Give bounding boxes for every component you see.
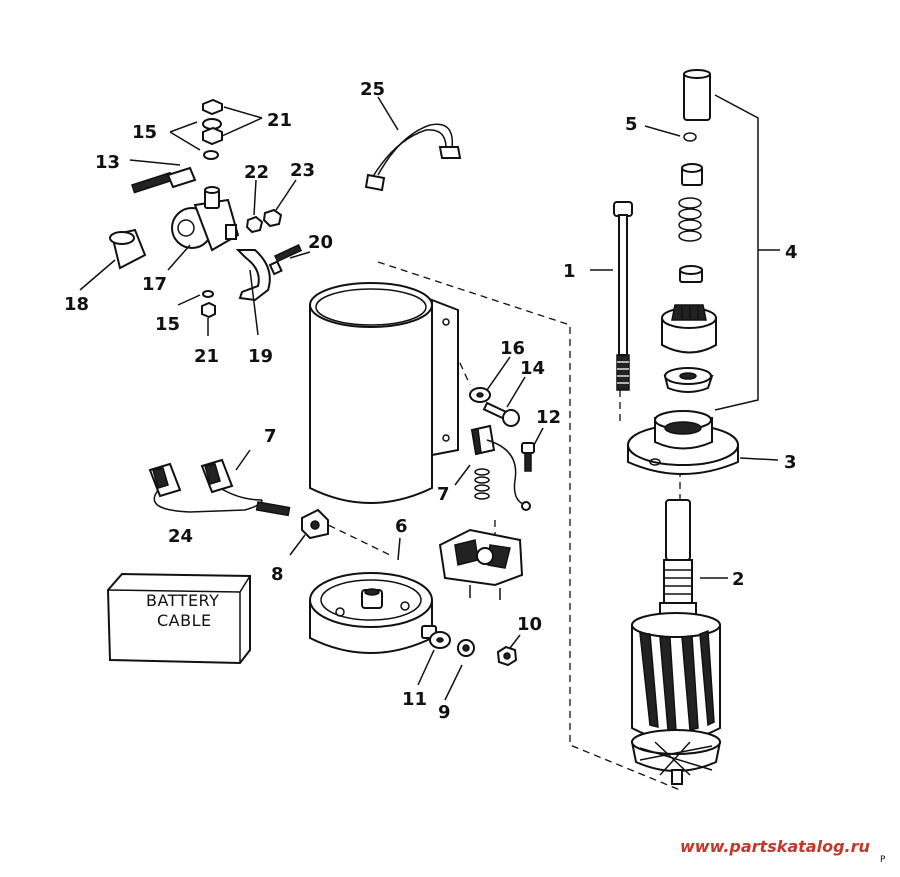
part-1-through-bolt [613,201,633,391]
callout-10: 10 [517,614,542,635]
callout-21-bottom: 21 [194,346,219,367]
callout-6: 6 [395,516,408,537]
part-16-washer [469,387,491,403]
callout-5: 5 [625,114,638,135]
part-25-cable [364,123,462,192]
callout-13: 13 [95,152,120,173]
callout-9: 9 [438,702,451,723]
callout-20: 20 [308,232,333,253]
part-12-screw [521,442,535,472]
part-24-battery-cable-box [106,572,251,665]
callout-2: 2 [732,569,745,590]
callout-3: 3 [784,452,797,473]
battery-box-line1: BATTERY [146,591,219,610]
commutator-end-cap [309,572,437,654]
callout-16: 16 [500,338,525,359]
corner-mark: P [880,855,886,865]
frame-housing [309,282,459,504]
part-9-washer [457,639,475,657]
callout-22: 22 [244,162,269,183]
callout-25: 25 [360,79,385,100]
part-7-brushes-left [148,458,291,517]
callout-7-right: 7 [437,484,450,505]
part-11-washer [429,631,451,649]
callout-14: 14 [520,358,545,379]
part-3-drive-end-cap [627,410,739,475]
battery-box-line2: CABLE [157,611,212,630]
part-10-nut [496,645,518,667]
callout-labels: 1 2 3 4 5 6 7 7 8 9 10 11 12 13 15 15 16… [64,79,798,723]
callout-19: 19 [248,346,273,367]
drive-kit-parts [661,69,717,393]
callout-12: 12 [536,407,561,428]
callout-24: 24 [168,526,193,547]
part-4-bracket [714,94,759,411]
watermark: www.partskatalog.ru [680,837,870,856]
callout-11: 11 [402,689,427,710]
leader-lines [79,96,780,701]
callout-4: 4 [785,242,798,263]
part-6-brush-plate [438,528,524,600]
callout-21-top: 21 [267,110,292,131]
part-8-terminal [301,508,329,540]
callout-8: 8 [271,564,284,585]
callout-18: 18 [64,294,89,315]
callout-7-left: 7 [264,426,277,447]
part-2-armature [630,499,722,785]
callout-1: 1 [563,261,576,282]
callout-15-bottom: 15 [155,314,180,335]
solenoid-group [109,98,303,319]
callout-15-top: 15 [132,122,157,143]
callout-23: 23 [290,160,315,181]
part-14-screw [482,401,520,427]
callout-17: 17 [142,274,167,295]
part-7-brush-right [470,424,531,511]
